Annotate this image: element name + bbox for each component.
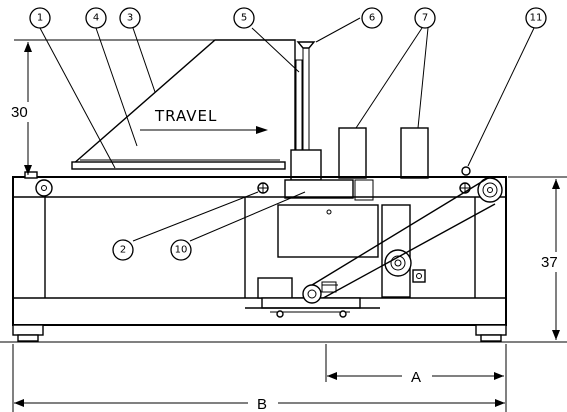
belt-lower (315, 203, 496, 303)
motor-housing (277, 204, 379, 258)
leader-3 (132, 27, 156, 93)
drive-compartment (244, 177, 496, 318)
canister-left (338, 127, 367, 179)
left-bracket (24, 171, 38, 179)
vertical-post (295, 59, 303, 151)
left-pulley (35, 179, 53, 197)
dim-37-label: 37 (541, 254, 558, 271)
travel-label: TRAVEL (154, 107, 217, 125)
callout-6-number: 6 (369, 13, 375, 24)
dim-b-label: B (257, 396, 267, 412)
foot-left (12, 324, 44, 336)
conveyor-plate (71, 161, 286, 170)
feet (0, 324, 567, 343)
dimensions: 30 37 A B (10, 39, 567, 412)
callout-1: 1 (29, 7, 51, 29)
callout-10-number: 10 (175, 245, 188, 256)
hood-outline (71, 39, 296, 170)
callout-5: 5 (233, 7, 255, 29)
leader-1 (39, 27, 116, 169)
leader-10 (189, 191, 306, 242)
motor-body (257, 277, 293, 299)
belt-upper (311, 177, 489, 286)
knob-11 (461, 166, 471, 176)
canister-right (400, 127, 429, 179)
leader-11 (467, 27, 535, 167)
callout-3: 3 (119, 7, 141, 29)
left-pulley-hub (41, 185, 47, 191)
callout-11: 11 (525, 7, 547, 29)
mount-bracket (354, 179, 374, 201)
mount-block (284, 179, 354, 199)
callout-6: 6 (361, 7, 383, 29)
right-pulley (477, 177, 503, 203)
callout-2: 2 (112, 239, 134, 261)
leader-7b (417, 27, 429, 129)
drive-wheel (384, 249, 412, 277)
rod-knob (296, 41, 316, 49)
upper-section: TRAVEL (71, 39, 471, 201)
leader-6 (315, 17, 361, 43)
leader-7a (355, 27, 423, 129)
leader-lines (39, 17, 535, 242)
dim-a-label: A (411, 369, 421, 386)
adjustment-rod (302, 47, 310, 151)
callout-2-number: 2 (120, 245, 126, 256)
foot-right (475, 324, 507, 336)
caster-right (339, 310, 347, 318)
callout-10: 10 (170, 239, 192, 261)
main-frame (12, 171, 507, 326)
dim-30-label: 30 (11, 104, 28, 121)
caster-left (276, 310, 284, 318)
callout-1-number: 1 (37, 13, 43, 24)
drive-cover (381, 204, 411, 298)
leader-4 (95, 27, 138, 147)
leader-2 (132, 191, 259, 242)
callout-11-number: 11 (530, 13, 543, 24)
callout-4: 4 (85, 7, 107, 29)
callout-7: 7 (414, 7, 436, 29)
callout-5-number: 5 (241, 13, 247, 24)
callout-3-number: 3 (127, 13, 133, 24)
leader-5 (251, 27, 300, 73)
callout-7-number: 7 (422, 13, 428, 24)
motor-pulley (302, 284, 322, 304)
sensor-block (290, 149, 322, 181)
frame-outline (12, 176, 507, 326)
callout-4-number: 4 (93, 13, 99, 24)
tensioner (412, 269, 426, 283)
travel-arrow-head (256, 126, 268, 134)
